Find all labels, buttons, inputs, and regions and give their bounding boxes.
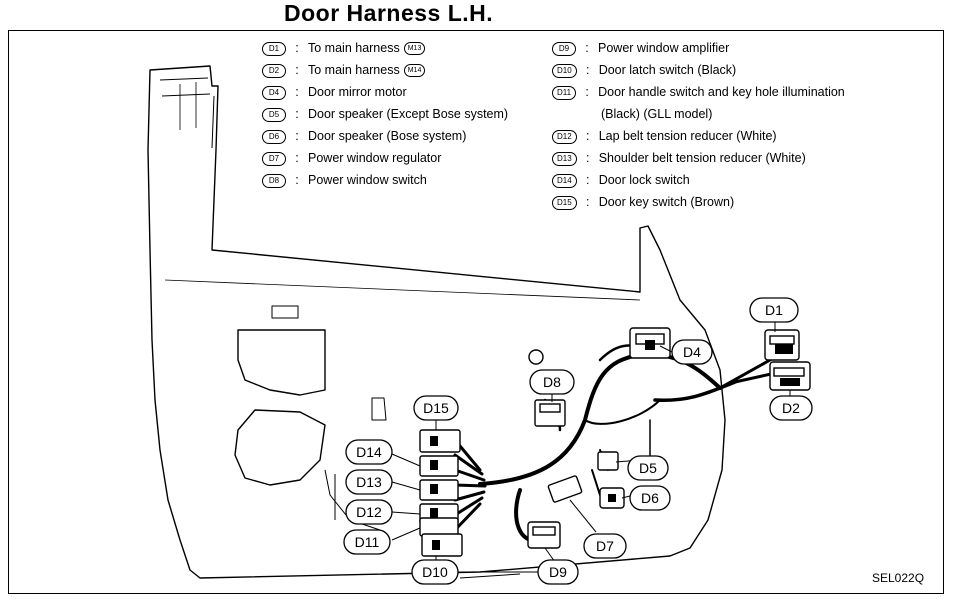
legend-code: D11	[552, 85, 577, 100]
callout-d1: D1	[765, 302, 783, 318]
legend-code: D13	[552, 151, 577, 166]
callout-d10: D10	[422, 564, 448, 580]
legend-item-d7: D7:Power window regulator	[262, 150, 441, 166]
callout-d12: D12	[356, 504, 382, 520]
legend-text: Door handle switch and key hole illumina…	[598, 85, 845, 99]
figure-reference-code: SEL022Q	[872, 571, 925, 585]
legend-text: To main harness	[308, 63, 400, 77]
legend-code: D10	[552, 63, 577, 78]
legend-text: Power window regulator	[308, 151, 442, 165]
legend-text: Door key switch (Brown)	[598, 195, 735, 209]
legend-item-d9: D9:Power window amplifier	[552, 40, 729, 56]
legend-text: Door speaker (Except Bose system)	[308, 107, 509, 121]
legend-code: D5	[262, 107, 286, 122]
diagram-title: Door Harness L.H.	[284, 0, 494, 26]
legend-text: Lap belt tension reducer (White)	[598, 129, 777, 143]
legend-text: Door mirror motor	[308, 85, 407, 99]
legend-item-d11-cont: (Black) (GLL model)	[601, 106, 712, 122]
callout-d6: D6	[641, 490, 659, 506]
callout-d4: D4	[683, 344, 701, 360]
legend-text: To main harness	[308, 41, 400, 55]
legend-item-d10: D10:Door latch switch (Black)	[552, 62, 736, 78]
legend-item-d11: D11:Door handle switch and key hole illu…	[552, 84, 845, 100]
legend-text: Power window switch	[308, 173, 427, 187]
callout-d15: D15	[423, 400, 449, 416]
callout-d7: D7	[596, 538, 614, 554]
connector-d5-body	[597, 451, 619, 471]
legend-text: Power window amplifier	[598, 41, 730, 55]
connector-d15-body	[419, 429, 461, 453]
legend-item-d8: D8:Power window switch	[262, 172, 427, 188]
legend-text: Door speaker (Bose system)	[308, 129, 467, 143]
legend-code: D12	[552, 129, 577, 144]
panel-cutout-upper	[237, 329, 326, 396]
callout-d11: D11	[355, 534, 380, 550]
legend-item-d6: D6:Door speaker (Bose system)	[262, 128, 466, 144]
legend-item-d15: D15:Door key switch (Brown)	[552, 194, 734, 210]
legend-item-d4: D4:Door mirror motor	[262, 84, 407, 100]
diagram-frame	[8, 30, 944, 594]
legend-text: Shoulder belt tension reducer (White)	[598, 151, 806, 165]
legend-conn: M14	[403, 64, 426, 78]
legend-code: D15	[552, 195, 577, 210]
legend-code: D2	[262, 63, 286, 78]
legend-code: D6	[262, 129, 286, 144]
legend-text: Door latch switch (Black)	[598, 63, 737, 77]
legend-item-d14: D14:Door lock switch	[552, 172, 690, 188]
callout-d13: D13	[356, 474, 382, 490]
connector-d7-body	[547, 475, 583, 503]
legend-code: D4	[262, 85, 286, 100]
legend-code: D9	[552, 41, 576, 56]
connector-d10-body	[421, 533, 463, 557]
legend-conn: M13	[403, 42, 426, 56]
legend-code: D8	[262, 173, 286, 188]
legend-item-d13: D13:Shoulder belt tension reducer (White…	[552, 150, 806, 166]
panel-cutout-lower	[234, 409, 326, 486]
connector-d14-body	[419, 455, 459, 477]
connector-d13-body	[419, 479, 459, 501]
callout-d2: D2	[782, 400, 800, 416]
callout-d5: D5	[639, 460, 657, 476]
legend-code: D14	[552, 173, 577, 188]
door-panel-outline	[147, 65, 726, 579]
callout-d9: D9	[549, 564, 567, 580]
legend-text: (Black) (GLL model)	[601, 107, 713, 121]
legend-item-d12: D12:Lap belt tension reducer (White)	[552, 128, 777, 144]
callout-d8: D8	[543, 374, 561, 390]
legend-text: Door lock switch	[598, 173, 690, 187]
legend-code: D1	[262, 41, 286, 56]
legend-item-d5: D5:Door speaker (Except Bose system)	[262, 106, 508, 122]
legend-code: D7	[262, 151, 286, 166]
callout-d14: D14	[356, 444, 382, 460]
